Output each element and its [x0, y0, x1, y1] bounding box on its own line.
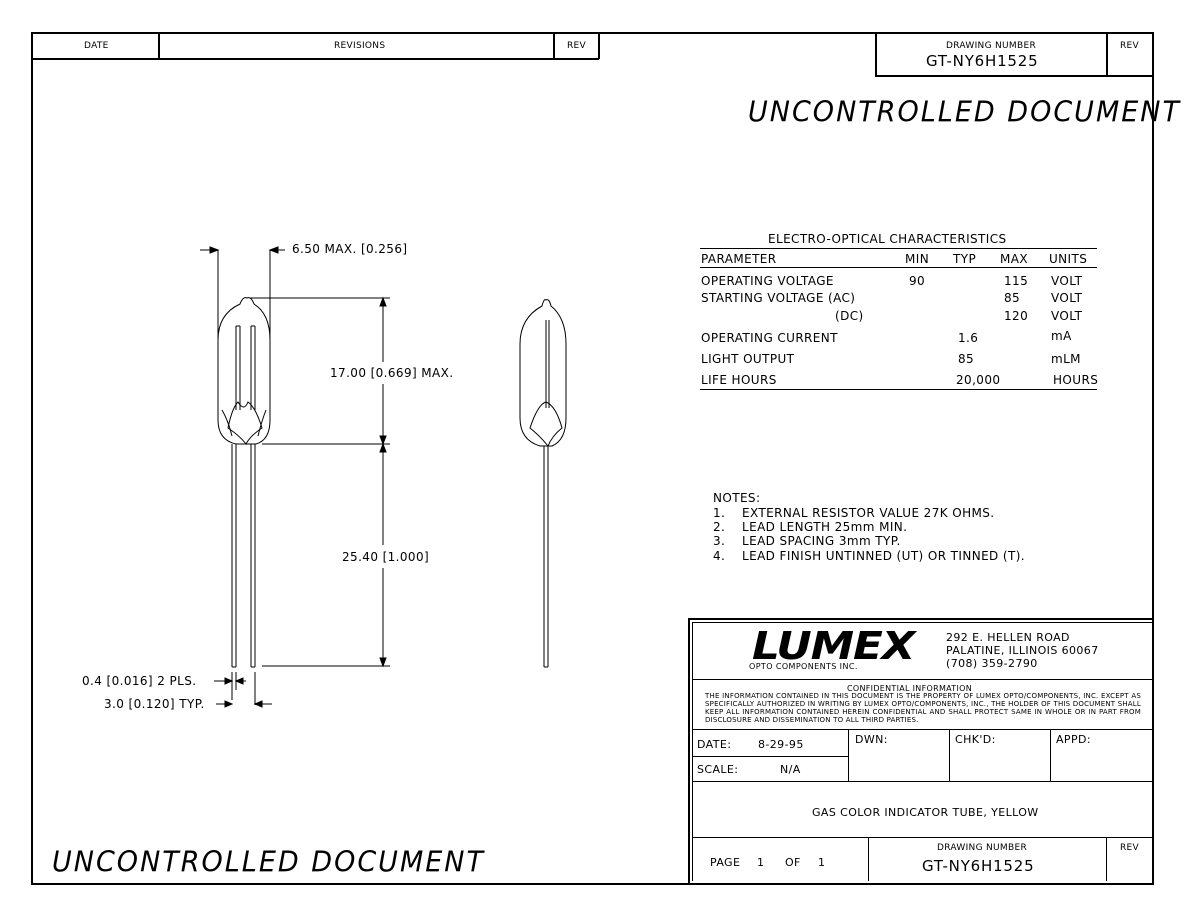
- drawing-border: [31, 32, 1154, 885]
- date-value: 8-29-95: [758, 738, 804, 751]
- char-row-units: VOLT: [1051, 309, 1083, 323]
- revisions-divider-1: [158, 32, 160, 59]
- title-block-inner-top: [692, 622, 1152, 623]
- phone-number: (708) 359-2790: [946, 657, 1038, 670]
- char-row-param: (DC): [835, 309, 864, 323]
- char-header-typ: TYP: [953, 252, 977, 266]
- page-total: 1: [818, 856, 826, 869]
- sig-divider-3: [1050, 729, 1051, 782]
- chkd-label: CHK'D:: [955, 733, 996, 746]
- char-row-max: 120: [1004, 309, 1029, 323]
- char-row-units: VOLT: [1051, 274, 1083, 288]
- note-number: 4.: [713, 549, 726, 563]
- revisions-divider-3: [598, 32, 600, 59]
- note-text: EXTERNAL RESISTOR VALUE 27K OHMS.: [742, 506, 995, 520]
- lumex-logo: LUMEX: [752, 624, 915, 668]
- char-header-parameter: PARAMETER: [701, 252, 777, 266]
- note-text: LEAD SPACING 3mm TYP.: [742, 534, 901, 548]
- dim-body-length: 17.00 [0.669] MAX.: [330, 366, 454, 380]
- note-text: LEAD LENGTH 25mm MIN.: [742, 520, 908, 534]
- title-block-inner-left: [692, 622, 693, 881]
- page-number: 1: [757, 856, 765, 869]
- char-header-max: MAX: [1000, 252, 1028, 266]
- char-row-param: OPERATING CURRENT: [701, 331, 838, 345]
- header-revisions-label: REVISIONS: [334, 41, 386, 51]
- title-block-top: [688, 618, 1154, 620]
- header-date-label: DATE: [84, 41, 109, 51]
- date-scale-divider: [692, 756, 848, 757]
- dim-width: 6.50 MAX. [0.256]: [292, 242, 408, 256]
- char-row-units: VOLT: [1051, 291, 1083, 305]
- side-bulb-outline: [519, 299, 567, 447]
- header-drawing-number: GT-NY6H1525: [926, 52, 1039, 70]
- note-number: 3.: [713, 534, 726, 548]
- confidential-rule-bottom: [692, 729, 1152, 730]
- header-rev-label-right: REV: [1120, 41, 1139, 51]
- char-row-param: OPERATING VOLTAGE: [701, 274, 834, 288]
- description-rule-bottom: [692, 837, 1152, 838]
- dwg-box-left: [875, 32, 877, 76]
- dwg-box-bottom: [875, 75, 1154, 77]
- char-row-units: mA: [1051, 329, 1072, 343]
- bottom-drawing-number-label: DRAWING NUMBER: [937, 843, 1028, 853]
- char-row-param: STARTING VOLTAGE (AC): [701, 291, 856, 305]
- page-label: PAGE: [710, 856, 741, 869]
- char-row-min: 90: [909, 274, 926, 288]
- of-label: OF: [785, 856, 801, 869]
- note-number: 2.: [713, 520, 726, 534]
- characteristics-title: ELECTRO-OPTICAL CHARACTERISTICS: [768, 232, 1007, 246]
- char-row-param: LIFE HOURS: [701, 373, 777, 387]
- sig-divider-2: [949, 729, 950, 782]
- char-row-max: 85: [1004, 291, 1021, 305]
- revisions-divider-2: [553, 32, 555, 59]
- char-row-units: HOURS: [1053, 373, 1099, 387]
- lumex-logo-sub: OPTO COMPONENTS INC.: [749, 662, 858, 671]
- note-number: 1.: [713, 506, 726, 520]
- char-header-units: UNITS: [1049, 252, 1088, 266]
- dwn-label: DWN:: [855, 733, 888, 746]
- title-block-left: [688, 618, 690, 885]
- bottom-rev-label: REV: [1120, 843, 1139, 853]
- address-line-2: PALATINE, ILLINOIS 60067: [946, 644, 1099, 657]
- scale-value: N/A: [780, 763, 801, 776]
- char-rule-bottom: [700, 389, 1097, 390]
- drawing-description: GAS COLOR INDICATOR TUBE, YELLOW: [812, 806, 1039, 819]
- page-row-divider-2: [1106, 837, 1107, 881]
- char-rule-header: [700, 267, 1097, 268]
- char-row-units: mLM: [1051, 352, 1081, 366]
- address-line-1: 292 E. HELLEN ROAD: [946, 631, 1070, 644]
- dwg-box-rev-divider: [1106, 32, 1108, 76]
- bottom-drawing-number: GT-NY6H1525: [922, 857, 1035, 875]
- char-row-param: LIGHT OUTPUT: [701, 352, 795, 366]
- char-header-min: MIN: [905, 252, 930, 266]
- appd-label: APPD:: [1056, 733, 1091, 746]
- dim-lead-length: 25.40 [1.000]: [342, 550, 430, 564]
- uncontrolled-stamp-top: UNCONTROLLED DOCUMENT: [748, 96, 1181, 129]
- dim-lead-diameter: 0.4 [0.016] 2 PLS.: [82, 674, 197, 688]
- char-row-typ: 20,000: [956, 373, 1001, 387]
- char-row-max: 115: [1004, 274, 1029, 288]
- header-rev-label: REV: [567, 41, 586, 51]
- note-text: LEAD FINISH UNTINNED (UT) OR TINNED (T).: [742, 549, 1026, 563]
- page-row-divider-1: [868, 837, 869, 881]
- front-bulb-outline: [217, 297, 271, 445]
- scale-label: SCALE:: [697, 763, 739, 776]
- date-label: DATE:: [697, 738, 732, 751]
- sig-divider-1: [848, 729, 849, 782]
- uncontrolled-stamp-bottom: UNCONTROLLED DOCUMENT: [52, 846, 485, 879]
- dim-lead-spacing: 3.0 [0.120] TYP.: [104, 697, 205, 711]
- header-drawing-number-label: DRAWING NUMBER: [946, 41, 1037, 51]
- char-rule-top: [700, 248, 1097, 249]
- char-row-typ: 1.6: [958, 331, 979, 345]
- char-row-typ: 85: [958, 352, 975, 366]
- confidential-title: CONFIDENTIAL INFORMATION: [847, 684, 973, 693]
- revisions-strip-bottom: [31, 58, 599, 60]
- confidential-text: THE INFORMATION CONTAINED IN THIS DOCUME…: [705, 692, 1141, 724]
- notes-title: NOTES:: [713, 491, 761, 505]
- sig-rule-bottom: [692, 781, 1152, 782]
- confidential-rule-top: [692, 679, 1152, 680]
